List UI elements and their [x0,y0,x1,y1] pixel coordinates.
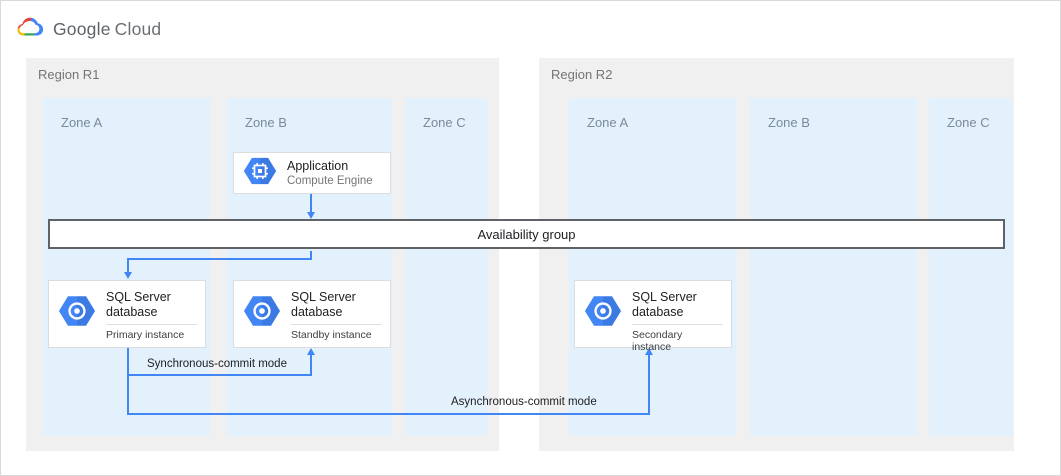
arrowhead-to-secondary [645,348,653,355]
arrowhead-to-standby [307,348,315,355]
sql-server-database-icon [243,292,281,335]
sql-primary-text: SQL Server database Primary instance [106,290,197,341]
connector-group-down [310,251,312,260]
connector-primary-down [127,348,129,415]
connector-async-horizontal [127,413,650,415]
logo-text-cloud: Cloud [114,19,162,39]
sql-server-database-icon [584,292,622,335]
sql-primary-title: SQL Server database [106,290,171,319]
sql-secondary-title: SQL Server database [632,290,697,319]
arrowhead-to-primary [124,272,132,279]
region-r1-label: Region R1 [38,67,100,82]
region-r2-label: Region R2 [551,67,613,82]
sql-primary-role: Primary instance [106,329,185,341]
connector-app-to-group [310,194,312,212]
zone-label: Zone B [768,115,810,130]
zone-label: Zone B [245,115,287,130]
region-r2: Region R2 Zone A Zone B Zone C [539,58,1014,451]
connector-to-primary [127,258,129,273]
divider [632,324,723,325]
region-r1-zone-c: Zone C [405,98,487,436]
async-commit-label: Asynchronous-commit mode [451,396,597,408]
region-r2-zone-c: Zone C [929,98,1012,436]
connector-sync-horizontal [127,374,312,376]
region-r2-zone-b: Zone B [750,98,917,436]
connector-async-up [648,354,650,415]
sql-secondary-node: SQL Server database Secondary instance [574,280,732,353]
availability-group-label: Availability group [477,226,576,242]
sql-secondary-role: Secondary instance [632,329,683,353]
region-r1: Region R1 Zone A Zone B Zone C [26,58,499,451]
sql-standby-node: SQL Server database Standby instance [233,280,391,348]
application-node-text: Application Compute Engine [287,159,382,188]
zone-label: Zone A [587,115,629,130]
application-subtitle: Compute Engine [287,174,373,187]
divider [106,324,197,325]
divider [291,324,382,325]
connector-sync-up [310,354,312,376]
logo-text-google: Google [53,19,111,39]
zone-label: Zone C [947,115,990,130]
region-r1-zone-b: Zone B [227,98,392,436]
region-r2-zone-a: Zone A [569,98,736,436]
sql-primary-node: SQL Server database Primary instance [48,280,206,348]
sql-server-database-icon [58,292,96,335]
application-title: Application [287,158,349,173]
compute-engine-icon [243,154,277,193]
arrowhead-app-to-group [307,212,315,219]
google-cloud-icon [15,12,45,47]
zone-label: Zone C [423,115,466,130]
zone-label: Zone A [61,115,103,130]
sql-standby-title: SQL Server database [291,290,356,319]
sql-standby-role: Standby instance [291,329,372,341]
availability-group-bar: Availability group [48,219,1005,249]
sql-standby-text: SQL Server database Standby instance [291,290,382,341]
region-r1-zone-a: Zone A [43,98,210,436]
application-node: Application Compute Engine [233,152,391,194]
sync-commit-label: Synchronous-commit mode [147,358,287,370]
connector-group-horizontal [127,258,312,260]
sql-secondary-text: SQL Server database Secondary instance [632,290,723,353]
